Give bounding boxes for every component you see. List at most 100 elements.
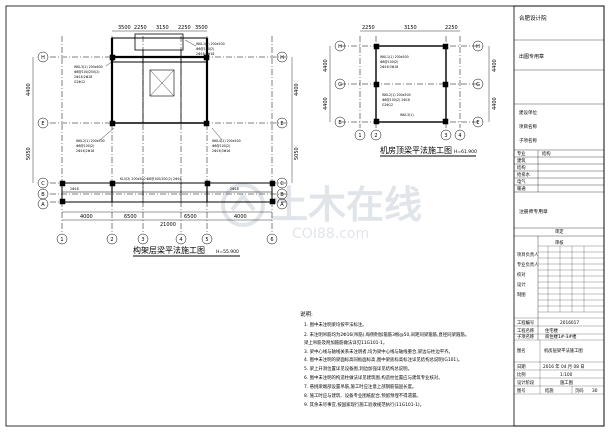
svg-text:Φ8@100(2): Φ8@100(2) — [196, 47, 214, 51]
project-top-label-3: 子项名称 — [519, 137, 537, 144]
r-axis-row-e: E — [338, 120, 341, 126]
watermark: 土木在线 COI88.com — [221, 183, 422, 242]
subitem-label: 子项名称 — [517, 333, 535, 340]
r-axis-row-e-r: E — [476, 120, 479, 126]
svg-text:WKL2(1) 200x500: WKL2(1) 200x500 — [76, 139, 105, 143]
dim-top-1: 3500 — [118, 25, 131, 31]
project-no-label: 工程编号 — [517, 319, 534, 326]
role-5: 设计 — [517, 281, 526, 288]
axis-col-6: 6 — [270, 237, 273, 243]
svg-text:2Φ16;3Φ16: 2Φ16;3Φ16 — [212, 149, 230, 153]
r-axis-row-g: G — [338, 82, 342, 88]
signoff-label-2: 结构 — [517, 164, 526, 171]
title-block: 合肥设计院 出图专用章 建设单位 项目名称 子项名称 专业 结构 建筑 结构 给… — [513, 5, 605, 427]
svg-text:G2Φ12: G2Φ12 — [382, 103, 393, 107]
page-label: 页码 — [575, 387, 584, 394]
stage-label: 设计阶段 — [517, 379, 535, 386]
drawing-name: 机房层梁平法施工图 — [544, 347, 583, 354]
watermark-sub: COI88.com — [292, 226, 369, 242]
r-dim-right-1: 4400 — [492, 59, 498, 72]
r-dim-left-1: 4400 — [323, 59, 329, 72]
axis-row-h: H — [41, 55, 45, 61]
left-plan-dimension-text: 3500 2250 3150 2250 3500 4000 6500 6500 … — [26, 25, 300, 228]
role-4: 校对 — [517, 271, 526, 278]
left-plan-title: 构架层梁平法施工图 — [133, 245, 205, 255]
r-dim-right-2: 4400 — [492, 97, 498, 110]
axis-col-3: 3 — [141, 237, 144, 243]
left-plan-elevation: H=55.900 — [216, 249, 239, 255]
axis-col-4: 4 — [179, 237, 182, 243]
dim-bot-2: 6500 — [124, 214, 137, 220]
role-1: 审核 — [555, 239, 564, 246]
r-axis-row-g-r: G — [476, 82, 480, 88]
right-plan-dimensions — [329, 30, 490, 122]
r-axis-row-h: H — [338, 44, 342, 50]
dim-left-1: 4400 — [26, 83, 32, 96]
svg-text:Φ8@100/200(2): Φ8@100/200(2) — [74, 70, 99, 74]
dim-bot-1: 4000 — [80, 214, 93, 220]
left-plan-dimensions — [32, 30, 293, 221]
r-dim-top-3: 2250 — [445, 25, 458, 31]
svg-text:Φ8@100(2): Φ8@100(2) — [212, 144, 230, 148]
scale-value: 1:100 — [560, 372, 573, 378]
axis-row-b: B — [41, 192, 45, 198]
right-plan-axis-bubbles: 1 2 3 4 H G E H G E — [334, 40, 484, 141]
role-0: 审定 — [555, 228, 564, 235]
project-no: 2016017 — [560, 320, 579, 326]
svg-text:WKL1(1) 200x500: WKL1(1) 200x500 — [196, 42, 225, 46]
dim-left-2: 5050 — [26, 147, 32, 160]
r-axis-col-2: 2 — [374, 133, 377, 139]
svg-text:2Φ16;2Φ18: 2Φ16;2Φ18 — [76, 149, 94, 153]
svg-text:WKL3(1) 200x600: WKL3(1) 200x600 — [74, 65, 103, 69]
note-line-9: 8. 施工时应与建筑、设备专业图纸配合,预留预埋不得遗漏。 — [304, 392, 421, 399]
project-top-label-2: 项目名称 — [519, 123, 537, 130]
axis-row-a: A — [41, 202, 45, 208]
axis-row-e: E — [41, 121, 44, 127]
note-line-6: 5. 梁上开洞位置详见设备图,洞边加强详见结构总说明。 — [304, 365, 412, 372]
dim-top-5: 3500 — [195, 25, 208, 31]
r-dim-top-2: 3150 — [404, 25, 417, 31]
dim-top-3: 3150 — [156, 25, 169, 31]
axis-col-2: 2 — [110, 237, 113, 243]
axis-row-a-r: A — [280, 202, 284, 208]
signoff-label-5: 暖通 — [517, 185, 526, 192]
company-name: 合肥设计院 — [519, 14, 547, 22]
building: 住宅楼 — [545, 327, 559, 334]
dim-bot-3: 6500 — [184, 214, 197, 220]
axis-row-h-r: H — [280, 55, 284, 61]
note-line-10: 9. 其余未尽事宜,按国家现行施工验收规范执行(11G101-1)。 — [304, 401, 424, 408]
svg-text:Φ8@100(2): Φ8@100(2) — [380, 60, 398, 64]
left-plan — [50, 33, 286, 232]
right-plan-beam-notes: WKL1(1) 200x500 Φ8@100(2) 2Φ16;3Φ18 WKL2… — [380, 55, 414, 117]
dim-top-4: 2250 — [178, 25, 191, 31]
svg-text:2Φ16;3Φ18: 2Φ16;3Φ18 — [380, 65, 398, 69]
building-label: 工程名称 — [517, 327, 535, 334]
page-value: 30 — [592, 388, 598, 394]
sheet-label: 图号 — [517, 388, 526, 394]
signoff-label-1: 建筑 — [517, 157, 526, 164]
svg-text:2Φ18: 2Φ18 — [70, 187, 79, 191]
svg-text:2Φ18: 2Φ18 — [230, 187, 239, 191]
note-line-1: 1. 图中未注明梁均按平法标注。 — [304, 321, 367, 328]
role-6: 制图 — [517, 291, 526, 298]
svg-text:G2Φ12: G2Φ12 — [74, 80, 85, 84]
scale-label: 比例 — [517, 371, 526, 378]
svg-text:WKL2(1) 200x500: WKL2(1) 200x500 — [382, 93, 411, 97]
dim-bot-4: 4000 — [234, 214, 247, 220]
axis-row-e-r: E — [280, 121, 283, 127]
dim-right-2: 5050 — [294, 147, 300, 160]
stage-value: 施工图 — [560, 379, 573, 386]
subitem: 商住楼1#-3#楼 — [545, 333, 577, 340]
svg-text:WKL1(1) 200x500: WKL1(1) 200x500 — [380, 55, 409, 59]
dim-right-1: 4400 — [294, 83, 300, 96]
dim-top-2: 2250 — [134, 25, 147, 31]
svg-text:WKL4(1) 200x500: WKL4(1) 200x500 — [212, 139, 241, 143]
svg-text:KL5(3) 200x500 Φ8@100/200(2) 2: KL5(3) 200x500 Φ8@100/200(2) 2Φ16 — [120, 177, 182, 181]
stamp-label: 注册师专用章 — [519, 208, 548, 215]
svg-text:2Φ16;2Φ18: 2Φ16;2Φ18 — [74, 75, 92, 79]
signoff-label-4: 电气 — [517, 178, 526, 185]
sheet-value: 结施 — [545, 387, 554, 394]
axis-row-c-r: C — [280, 181, 284, 187]
left-plan-axis-bubbles: 1 2 3 4 5 6 H E C B A H E C B A — [37, 51, 288, 245]
